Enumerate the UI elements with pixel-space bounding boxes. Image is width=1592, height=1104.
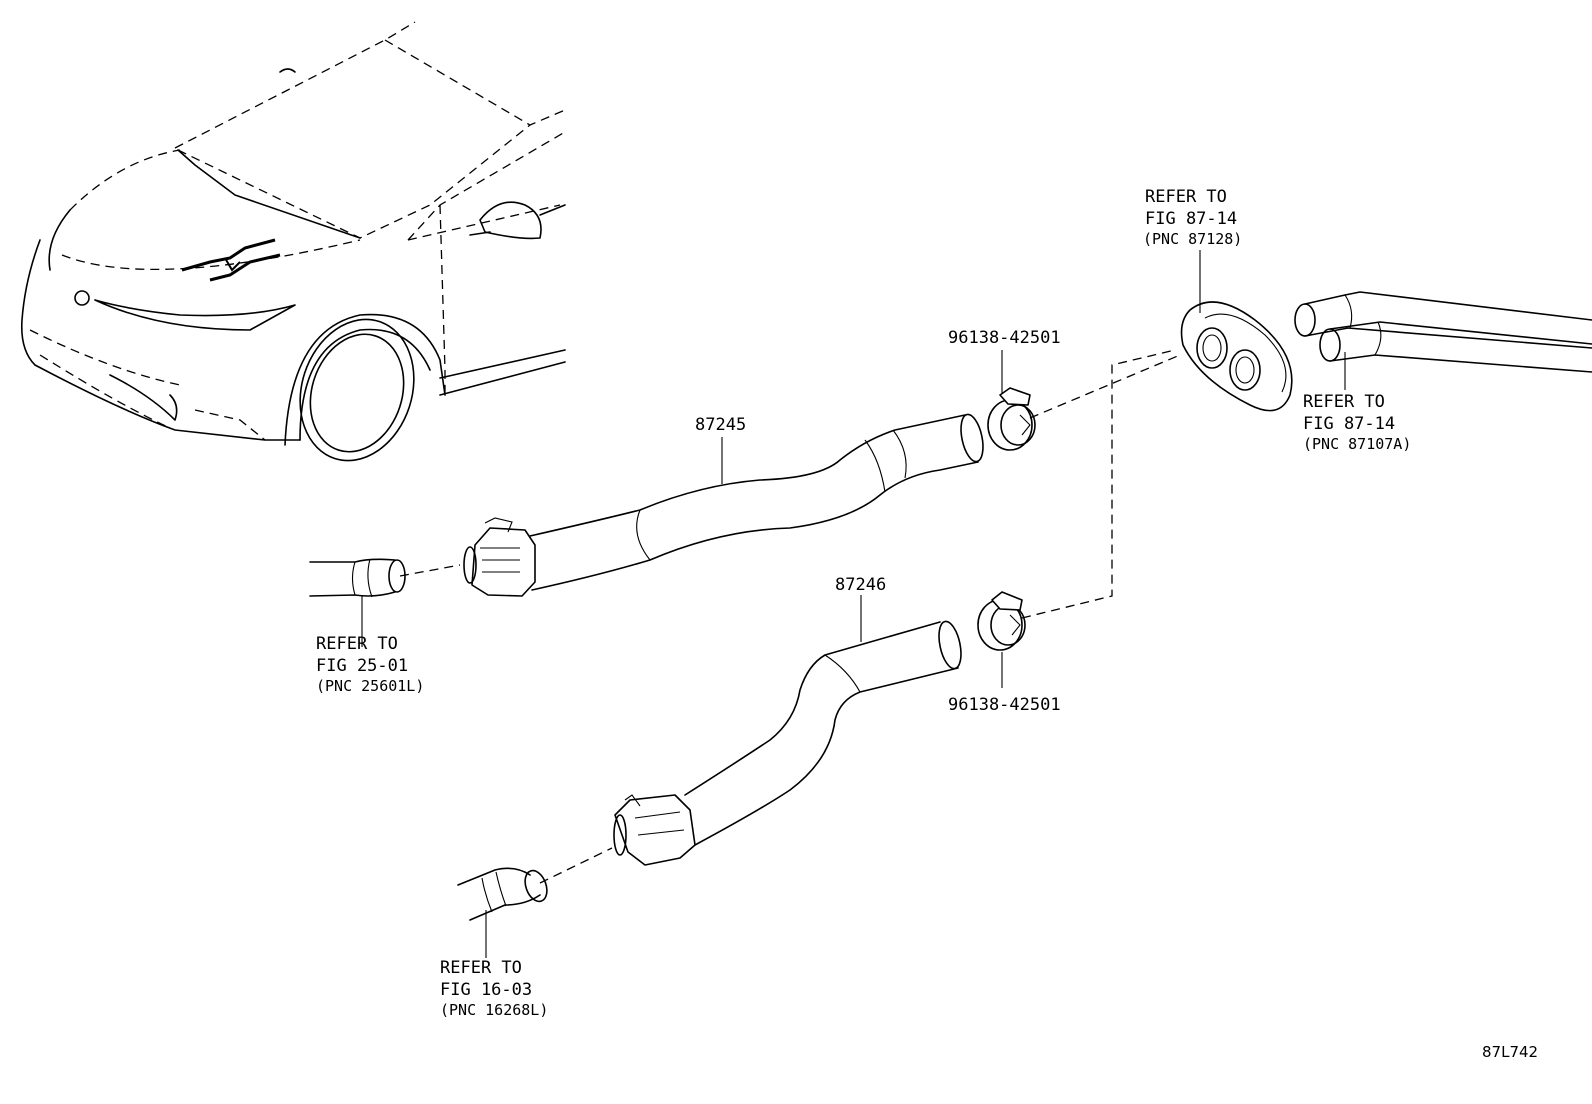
ref-left-line3: (PNC 25601L) xyxy=(316,677,424,695)
part-number-clamp-lower: 96138-42501 xyxy=(948,695,1061,715)
connection-lines xyxy=(399,349,1181,884)
leader-lines xyxy=(361,250,1346,958)
ref-bottom-line3: (PNC 16268L) xyxy=(440,1001,548,1019)
vehicle-illustration xyxy=(20,21,566,462)
ref-pipes-line1: REFER TO xyxy=(1303,392,1385,412)
labels: 87245 87246 96138-42501 96138-42501 REFE… xyxy=(316,187,1538,1061)
ref-grommet-line1: REFER TO xyxy=(1145,187,1227,207)
figure-code: 87L742 xyxy=(1482,1043,1538,1061)
ref-bottom-line2: FIG 16-03 xyxy=(440,980,532,1000)
hose-87246 xyxy=(613,620,962,866)
ref-pipes-line2: FIG 87-14 xyxy=(1303,414,1395,434)
part-number-87246: 87246 xyxy=(835,575,886,595)
ref-grommet-line3: (PNC 87128) xyxy=(1143,230,1242,248)
grommet xyxy=(1180,301,1293,412)
ref-left-line2: FIG 25-01 xyxy=(316,656,408,676)
part-number-clamp-upper: 96138-42501 xyxy=(948,328,1061,348)
pipe-bottom xyxy=(457,867,548,921)
ref-grommet-line2: FIG 87-14 xyxy=(1145,209,1237,229)
hose-87245 xyxy=(463,413,984,597)
ref-bottom-line1: REFER TO xyxy=(440,958,522,978)
clamp-lower xyxy=(977,591,1026,651)
ref-left-line1: REFER TO xyxy=(316,634,398,654)
clamp-upper xyxy=(987,387,1036,451)
ref-pipes-line3: (PNC 87107A) xyxy=(1303,435,1411,453)
part-number-87245: 87245 xyxy=(695,415,746,435)
pipe-left xyxy=(309,558,406,598)
pipes-right xyxy=(1294,291,1592,373)
